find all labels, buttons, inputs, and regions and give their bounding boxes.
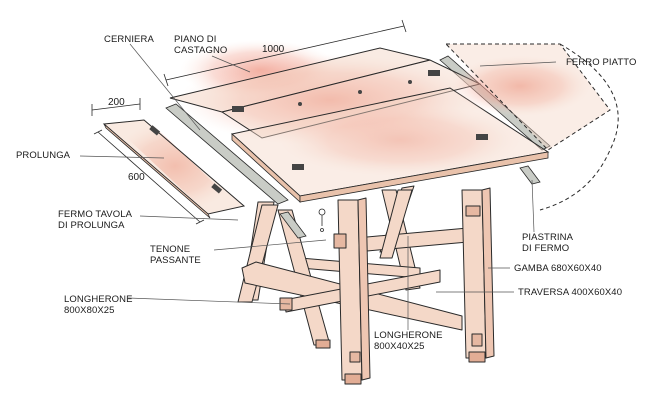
leader-piastrina: [531, 179, 535, 233]
label-tenone-line1: TENONE: [150, 244, 191, 255]
label-longherone1-line1: LONGHERONE: [64, 294, 133, 305]
dim-1000-text: 1000: [262, 44, 285, 55]
leg-front-right-side: [481, 187, 495, 359]
label-fermo-tavola: FERMO TAVOLA DI PROLUNGA: [58, 209, 132, 231]
label-fermo-line2: DI PROLUNGA: [58, 220, 125, 231]
fermo-hardware: [318, 208, 326, 232]
prolunga-board: [102, 119, 246, 215]
leader-lines: [79, 43, 557, 330]
frame: [237, 185, 495, 385]
label-ferro-piatto: FERRO PIATTO: [566, 57, 637, 68]
foot-2: [468, 351, 486, 363]
swing-arc: [539, 43, 619, 211]
label-prolunga-text: PROLUNGA: [16, 150, 71, 161]
table-top: [169, 40, 550, 203]
dim-line-200: [91, 103, 141, 111]
label-gamba: GAMBA 680X60X40: [514, 263, 602, 274]
fermo-bar: [279, 211, 307, 239]
label-piano-line2: CASTAGNO: [174, 45, 228, 56]
label-traversa: TRAVERSA 400X60X40: [518, 287, 622, 298]
dim-1000: 1000: [262, 44, 284, 55]
traversa-upper: [355, 227, 469, 253]
label-tenone: TENONE PASSANTE: [150, 244, 201, 266]
label-traversa-text: TRAVERSA 400X60X40: [518, 287, 623, 298]
label-longherone2-line1: LONGHERONE: [374, 330, 443, 341]
tenon-block-5: [465, 205, 481, 217]
label-prolunga: PROLUNGA: [16, 150, 70, 161]
tenon-block-4: [471, 333, 483, 347]
label-gamba-text: GAMBA 680X60X40: [514, 263, 602, 274]
leader-piano: [211, 55, 251, 73]
right-extension: [444, 43, 619, 211]
right-leaf: [444, 43, 611, 151]
leader-cerniera: [129, 43, 201, 131]
piastrina-bar: [519, 165, 541, 185]
label-piastrina-line1: PIASTRINA: [522, 232, 574, 243]
leader-fermo: [139, 215, 239, 221]
foot-3: [315, 339, 331, 349]
label-piano: PIANO DI CASTAGNO: [174, 34, 227, 56]
dim-600-text: 600: [128, 172, 145, 183]
extension-leaf: [102, 119, 246, 219]
label-fermo-line1: FERMO TAVOLA: [58, 209, 133, 220]
tenon-block-1: [333, 233, 347, 249]
label-piastrina: PIASTRINA DI FERMO: [522, 232, 573, 254]
leg-right-angled: [379, 189, 413, 259]
foot-1: [344, 373, 362, 385]
label-tenone-line2: PASSANTE: [150, 255, 201, 266]
label-cerniera-text: CERNIERA: [104, 34, 154, 45]
dim-200-text: 200: [108, 97, 125, 108]
cerniera-bar: [165, 103, 289, 205]
label-longherone2-line2: 800X40X25: [374, 341, 425, 352]
dim-line-600: [97, 131, 201, 223]
dim-200: 200: [108, 97, 125, 108]
label-piastrina-line2: DI FERMO: [522, 243, 570, 254]
label-longherone1-line2: 800X80X25: [64, 305, 115, 316]
label-cerniera: CERNIERA: [104, 34, 154, 45]
leader-ferro-piatto: [479, 61, 557, 67]
dimension-lines: [91, 19, 407, 225]
leader-longherone-1: [127, 297, 291, 305]
label-longherone-2: LONGHERONE 800X40X25: [374, 330, 443, 352]
label-piano-line1: PIANO DI: [174, 34, 217, 45]
label-longherone-1: LONGHERONE 800X80X25: [64, 294, 133, 316]
label-ferro-piatto-text: FERRO PIATTO: [566, 57, 637, 68]
leader-prolunga: [79, 155, 165, 159]
dim-line-1000: [165, 25, 405, 81]
tenon-block-3: [349, 351, 361, 363]
dim-600: 600: [128, 172, 145, 183]
leg-front-middle-side: [357, 197, 371, 381]
leader-tenone: [213, 239, 327, 251]
